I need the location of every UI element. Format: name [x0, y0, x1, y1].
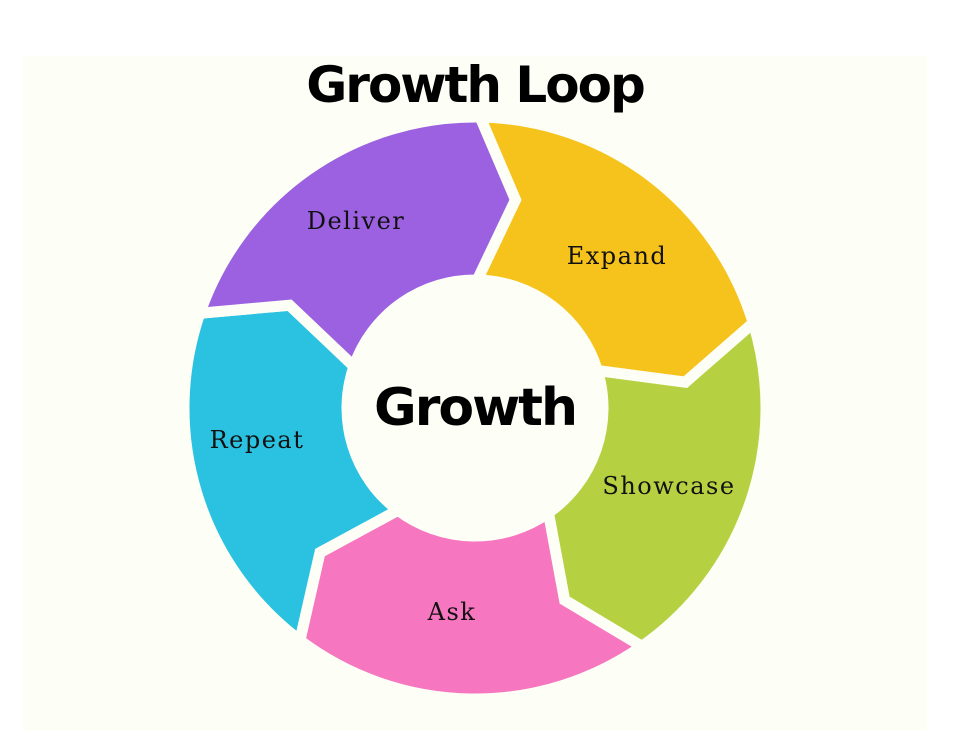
segment-label-deliver: Deliver [307, 207, 406, 235]
center-label: Growth [374, 378, 576, 438]
segment-label-ask: Ask [427, 598, 477, 626]
center-circle [347, 280, 603, 536]
segment-label-showcase: Showcase [602, 472, 735, 500]
diagram-title: Growth Loop [306, 56, 646, 114]
segment-label-repeat: Repeat [210, 426, 305, 454]
segment-label-expand: Expand [567, 242, 668, 270]
